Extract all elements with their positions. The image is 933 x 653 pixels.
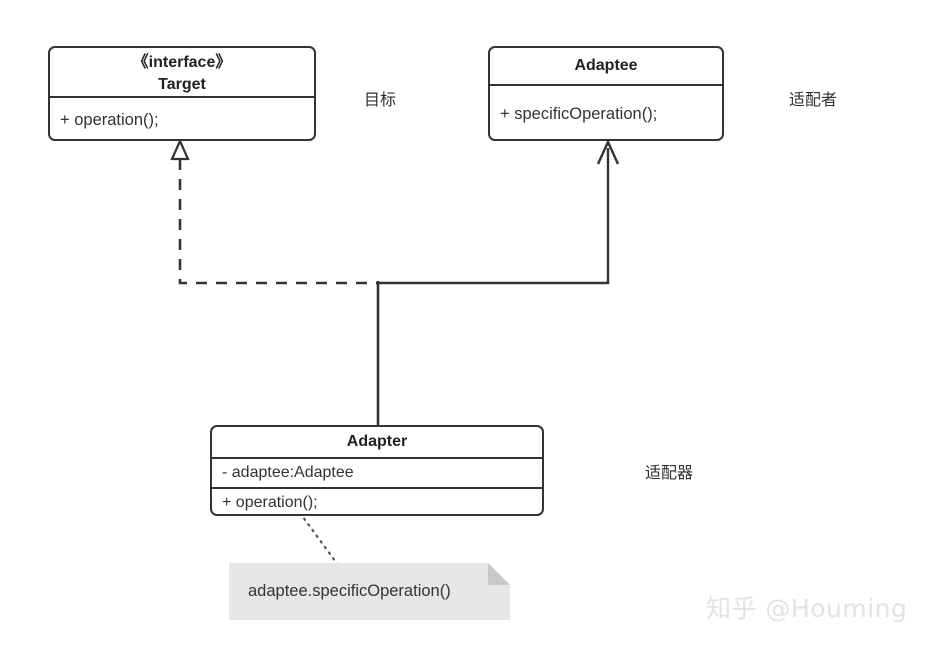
role-label-adaptee: 适配者 [789,90,838,109]
association-solid-line [378,148,610,285]
class-member-target-operation: + operation(); [50,96,314,139]
class-title-target: 《interface》 Target [132,54,232,93]
association-adapter-to-adaptee [378,139,620,285]
class-box-target[interactable]: 《interface》 Target + operation(); [48,46,316,141]
note-background [229,563,510,620]
class-box-adaptee[interactable]: Adaptee + specificOperation(); [488,46,724,141]
role-label-target: 目标 [364,90,397,109]
note-anchor-dotted-line [298,511,343,571]
realization-dashed-line [178,159,378,285]
note-text: adaptee.specificOperation() [248,582,451,600]
class-title-adapter: Adapter [346,433,408,451]
role-label-adapter: 适配器 [645,463,694,482]
class-method-adapter-operation: + operation(); [212,487,542,514]
note-box[interactable]: adaptee.specificOperation() [229,563,510,620]
watermark: 知乎 @Houming [706,594,908,623]
realization-adapter-to-target [170,138,378,285]
class-box-adapter[interactable]: Adapter - adaptee:Adaptee + operation(); [210,425,544,516]
open-arrowhead-icon [596,139,620,165]
class-title-adaptee: Adaptee [574,57,638,75]
class-member-adaptee-specific-operation: + specificOperation(); [490,84,722,139]
class-attribute-adapter-adaptee: - adaptee:Adaptee [212,457,542,487]
hollow-triangle-arrowhead-icon [170,138,190,161]
